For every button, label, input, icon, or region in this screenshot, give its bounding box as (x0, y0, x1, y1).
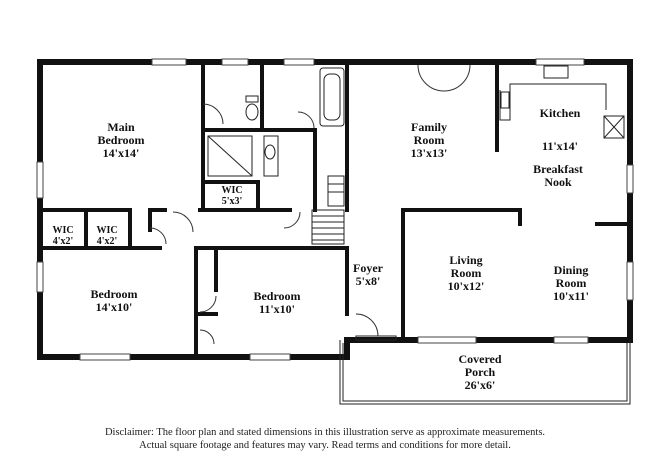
room-bedroom-mid: Bedroom 11'x10' (253, 290, 300, 316)
room-name: Foyer (353, 261, 383, 275)
kitchen-sink-icon (543, 65, 569, 79)
room-kitchen: Kitchen (540, 107, 581, 120)
room-name: Main Bedroom (97, 120, 145, 147)
room-dims: 14'x10' (95, 300, 133, 314)
room-covered-porch: Covered Porch 26'x6' (458, 353, 501, 392)
room-dims: 26'x6' (464, 378, 496, 392)
room-name: WIC (52, 225, 74, 236)
room-dims: 11'x10' (258, 302, 296, 316)
room-name: Family Room (410, 120, 447, 147)
room-dining-room: Dining Room 10'x11' (553, 264, 589, 303)
sink-icon (264, 144, 276, 160)
room-dims: 14'x14' (102, 146, 140, 160)
room-dims: 4'x2' (96, 236, 118, 247)
porch-outline (339, 340, 631, 405)
bathtub-icon (319, 67, 345, 127)
windows (36, 58, 634, 361)
disclaimer-line: Actual square footage and features may v… (139, 440, 511, 451)
room-bedroom-left: Bedroom 14'x10' (90, 288, 137, 314)
fixtures (149, 64, 631, 405)
toilet-icon (245, 103, 259, 121)
door-icon (172, 211, 194, 233)
stove-icon (500, 91, 510, 109)
disclaimer-line: Disclaimer: The floor plan and stated di… (104, 427, 546, 438)
door-icon (417, 64, 445, 92)
interior-walls (38, 60, 632, 359)
shower-icon (207, 135, 253, 177)
room-name: Bedroom (253, 289, 301, 303)
room-name: WIC (221, 185, 243, 196)
room-dims: 4'x2' (52, 236, 74, 247)
room-wic-left-2: WIC 4'x2' (96, 225, 117, 247)
room-living-room: Living Room 10'x12' (448, 254, 485, 293)
room-dims: 10'x12' (447, 279, 485, 293)
room-wic-left-1: WIC 4'x2' (52, 225, 73, 247)
room-name: Covered Porch (458, 352, 502, 379)
room-dims: 5'x8' (355, 274, 381, 288)
room-name: WIC (96, 225, 118, 236)
room-dims: 13'x13' (410, 146, 448, 160)
room-foyer: Foyer 5'x8' (353, 262, 383, 288)
room-family-room: Family Room 13'x13' (411, 121, 448, 160)
stairs-icon (311, 175, 345, 245)
fridge-icon (603, 115, 625, 139)
kitchen-counter-icon (499, 65, 625, 139)
room-dims: 11'x14' (541, 139, 579, 153)
room-dims: 5'x3' (221, 196, 243, 207)
exterior-walls (37, 59, 633, 360)
room-name: Kitchen (539, 106, 581, 120)
room-name: Bedroom (90, 287, 138, 301)
room-main-bedroom: Main Bedroom 14'x14' (97, 121, 144, 160)
disclaimer: Disclaimer: The floor plan and stated di… (0, 426, 650, 452)
room-dims: 10'x11' (552, 289, 590, 303)
room-name: Breakfast Nook (533, 162, 583, 189)
room-name: Living Room (449, 253, 483, 280)
room-breakfast-nook: Breakfast Nook (533, 163, 583, 189)
room-wic-main: WIC 5'x3' (221, 185, 242, 207)
room-kitchen-dims-block: 11'x14' (542, 140, 578, 153)
room-name: Dining Room (553, 263, 589, 290)
